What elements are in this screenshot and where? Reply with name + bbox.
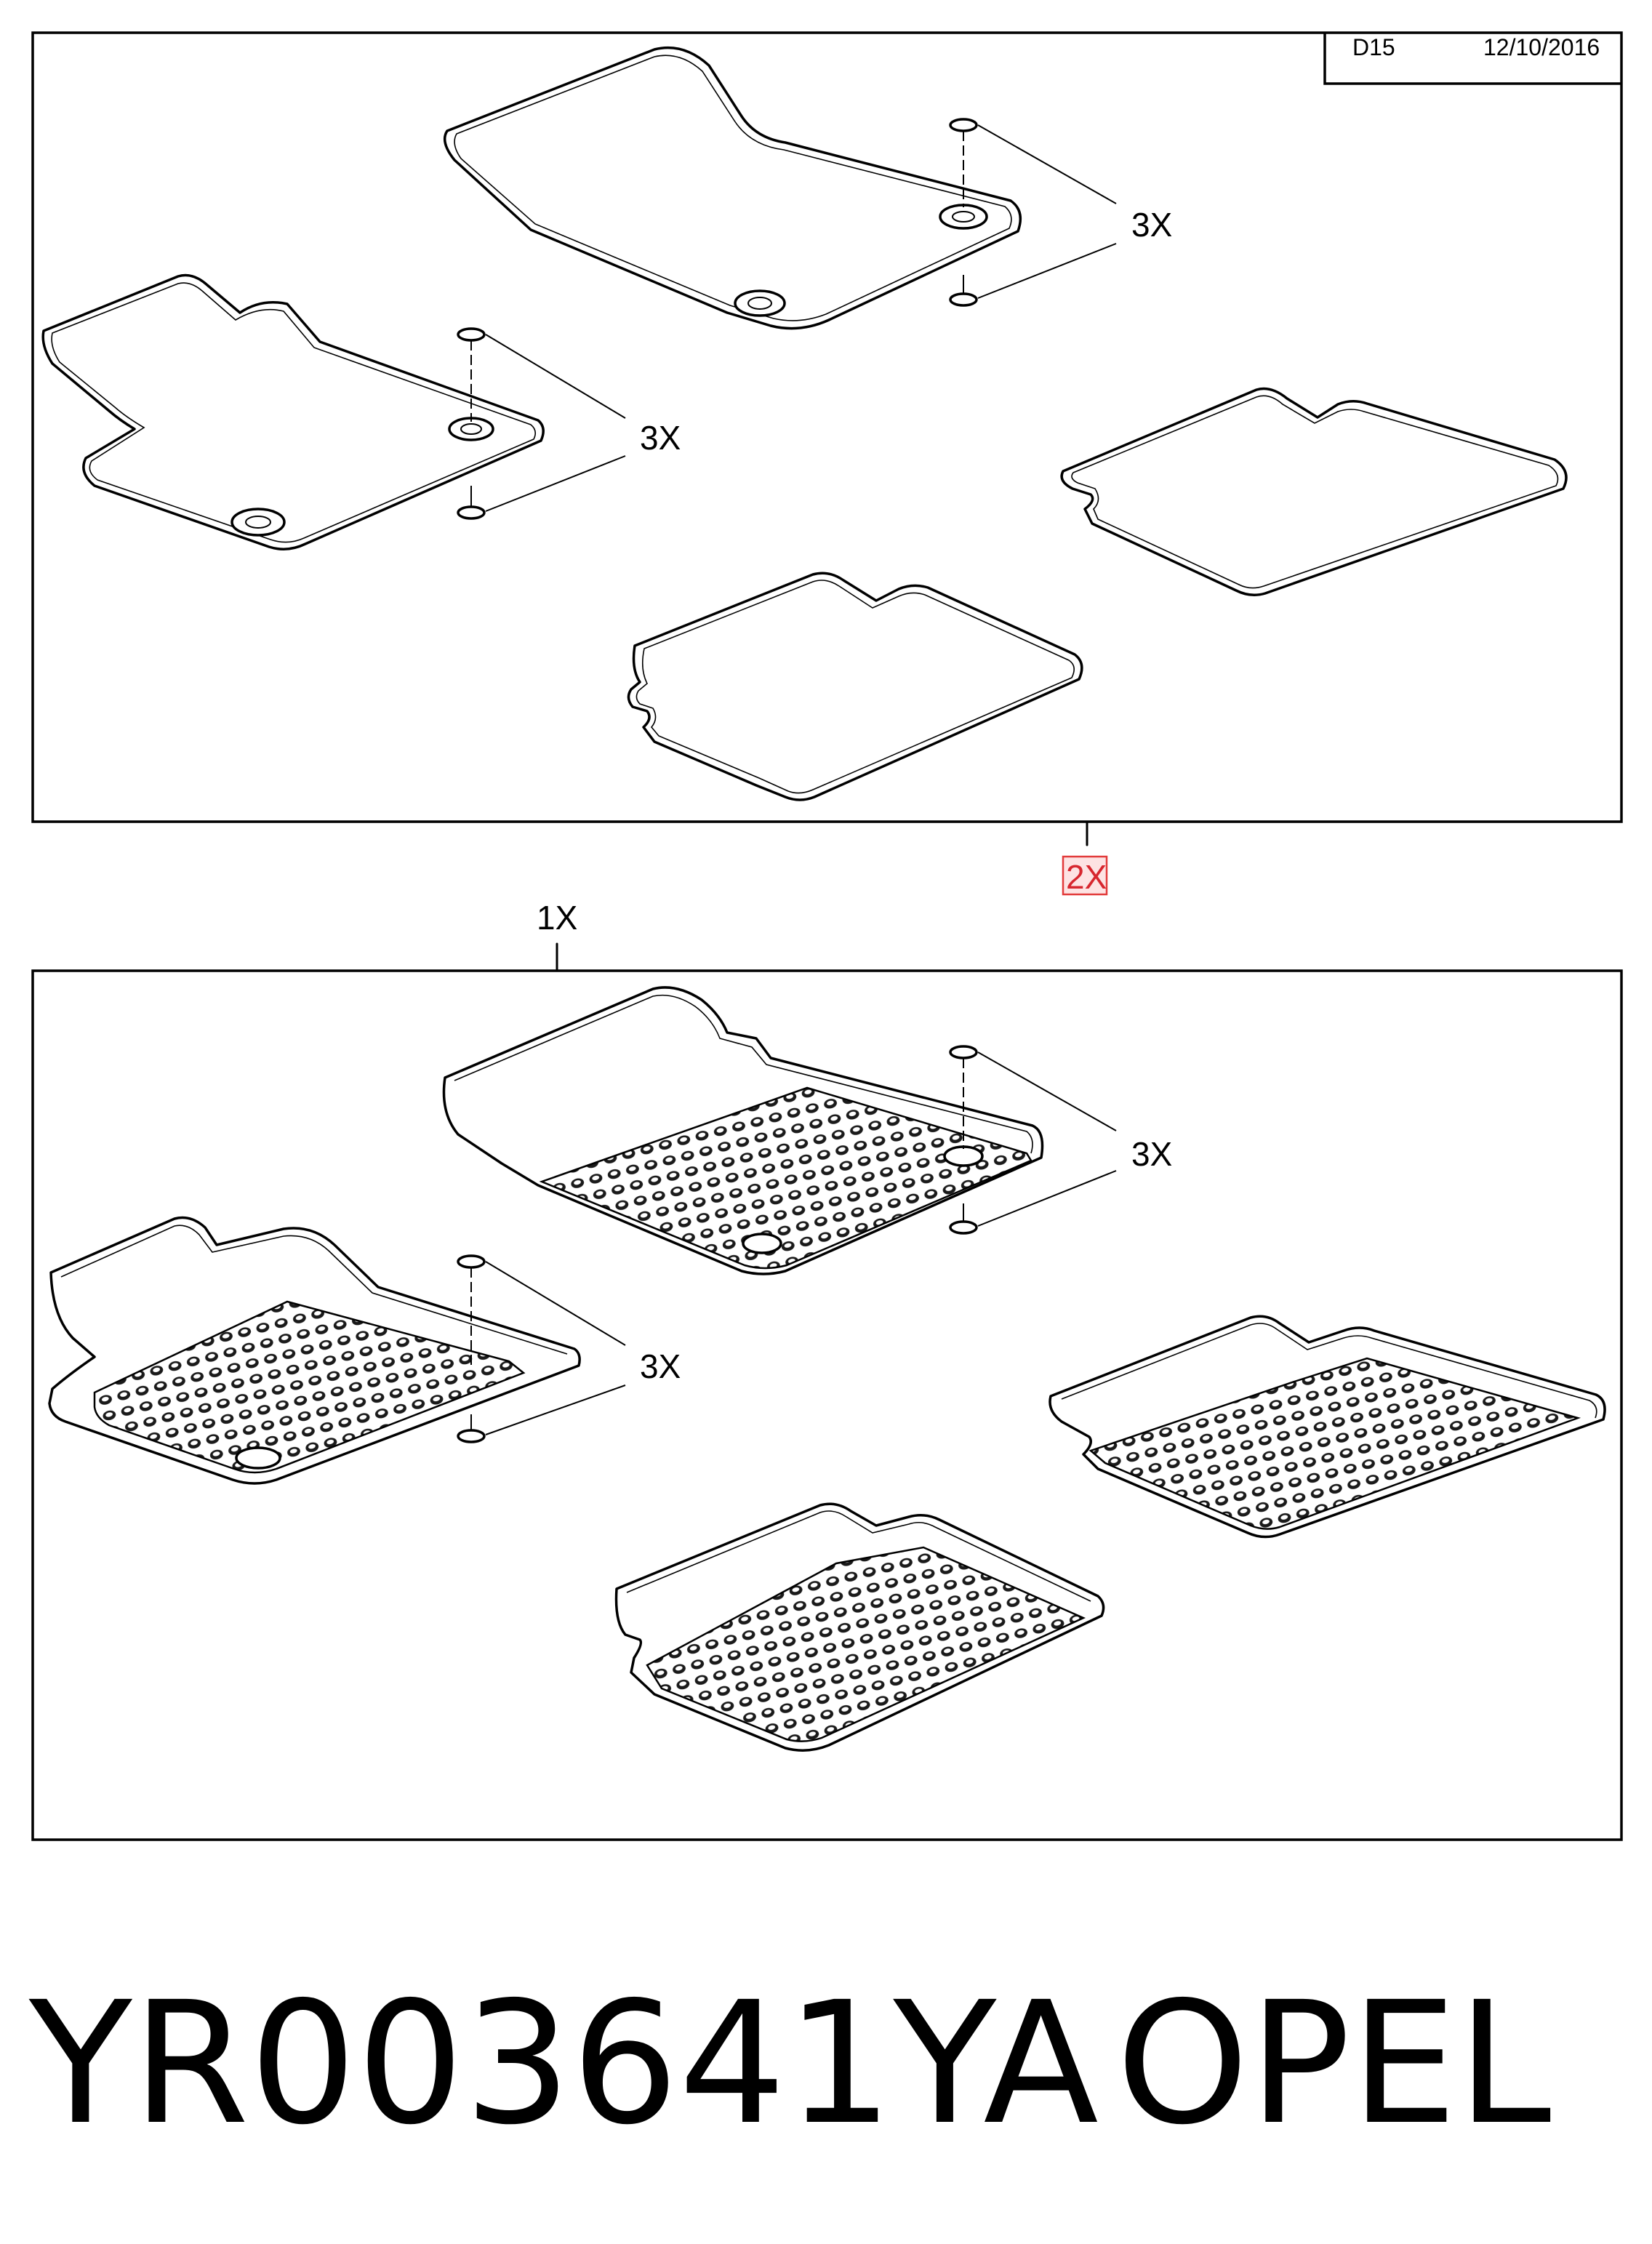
clip-qty-label: 3X: [1131, 206, 1172, 244]
clip-base-icon: [949, 1220, 978, 1235]
clip-base-icon: [949, 292, 978, 307]
leader-line: [977, 243, 1117, 299]
lower-set-callout: 1X: [537, 899, 577, 972]
carpet-mat-front-passenger: [443, 46, 1022, 330]
clip-cap-icon: [457, 1254, 486, 1269]
leader-line: [977, 124, 1117, 204]
leader-line: [485, 1261, 626, 1346]
lower-panel-frame: [31, 969, 1623, 1841]
carpet-mat-front-driver: [41, 273, 545, 550]
rubber-mat-front-passenger: [442, 986, 1044, 1275]
diagram-date: 12/10/2016: [1483, 34, 1600, 60]
tray-eyelet-icon: [235, 1446, 281, 1470]
leader-line: [977, 1170, 1117, 1227]
tray-eyelet-icon: [943, 1145, 984, 1167]
brand-name: OPEL: [1116, 1965, 1551, 2162]
rubber-mat-front-driver: [48, 1216, 581, 1485]
leader-line: [485, 1385, 626, 1435]
part-number: YR003641YA: [28, 1965, 1099, 2162]
clip-qty-label: 3X: [640, 419, 681, 457]
diagram-code: D15: [1352, 34, 1395, 60]
clip-base-icon: [457, 505, 486, 520]
upper-panel-carpet-mats: D15 12/10/2016 3X: [31, 31, 1623, 823]
highlight-box: [1062, 855, 1108, 896]
clip-set-upper-front: 3X: [949, 118, 1172, 307]
rubber-mat-rear-driver: [614, 1502, 1105, 1752]
upper-set-qty-label: 2X: [1066, 858, 1107, 896]
leader-line: [485, 455, 626, 512]
clip-qty-label: 3X: [1131, 1135, 1172, 1173]
upper-set-callout: 2X: [1062, 820, 1108, 896]
clip-set-lower-driver: 3X: [457, 1254, 681, 1443]
clip-cap-icon: [457, 327, 486, 342]
header-tab-border: [1323, 33, 1621, 85]
mat-eyelet-driver-a: [230, 508, 286, 537]
clip-base-icon: [457, 1429, 486, 1443]
rubber-mat-rear-passenger: [1048, 1315, 1606, 1539]
carpet-mat-rear-passenger: [1060, 387, 1568, 596]
clip-qty-label: 3X: [640, 1347, 681, 1385]
leader-line: [485, 334, 626, 419]
clip-cap-icon: [949, 118, 978, 132]
mat-eyelet-front-a: [734, 289, 786, 317]
clip-set-upper-driver: 3X: [457, 327, 681, 520]
clip-cap-icon: [949, 1045, 978, 1059]
lower-panel-rubber-mats: 3X 3X: [31, 969, 1623, 1841]
tray-eyelet-icon: [742, 1233, 782, 1254]
leader-line: [977, 1051, 1117, 1131]
clip-set-lower-front: 3X: [949, 1045, 1172, 1235]
lower-set-qty-label: 1X: [537, 899, 577, 937]
mat-eyelet-front-b: [939, 204, 988, 230]
carpet-mat-rear-driver: [627, 572, 1083, 801]
upper-panel-frame: [31, 31, 1623, 823]
